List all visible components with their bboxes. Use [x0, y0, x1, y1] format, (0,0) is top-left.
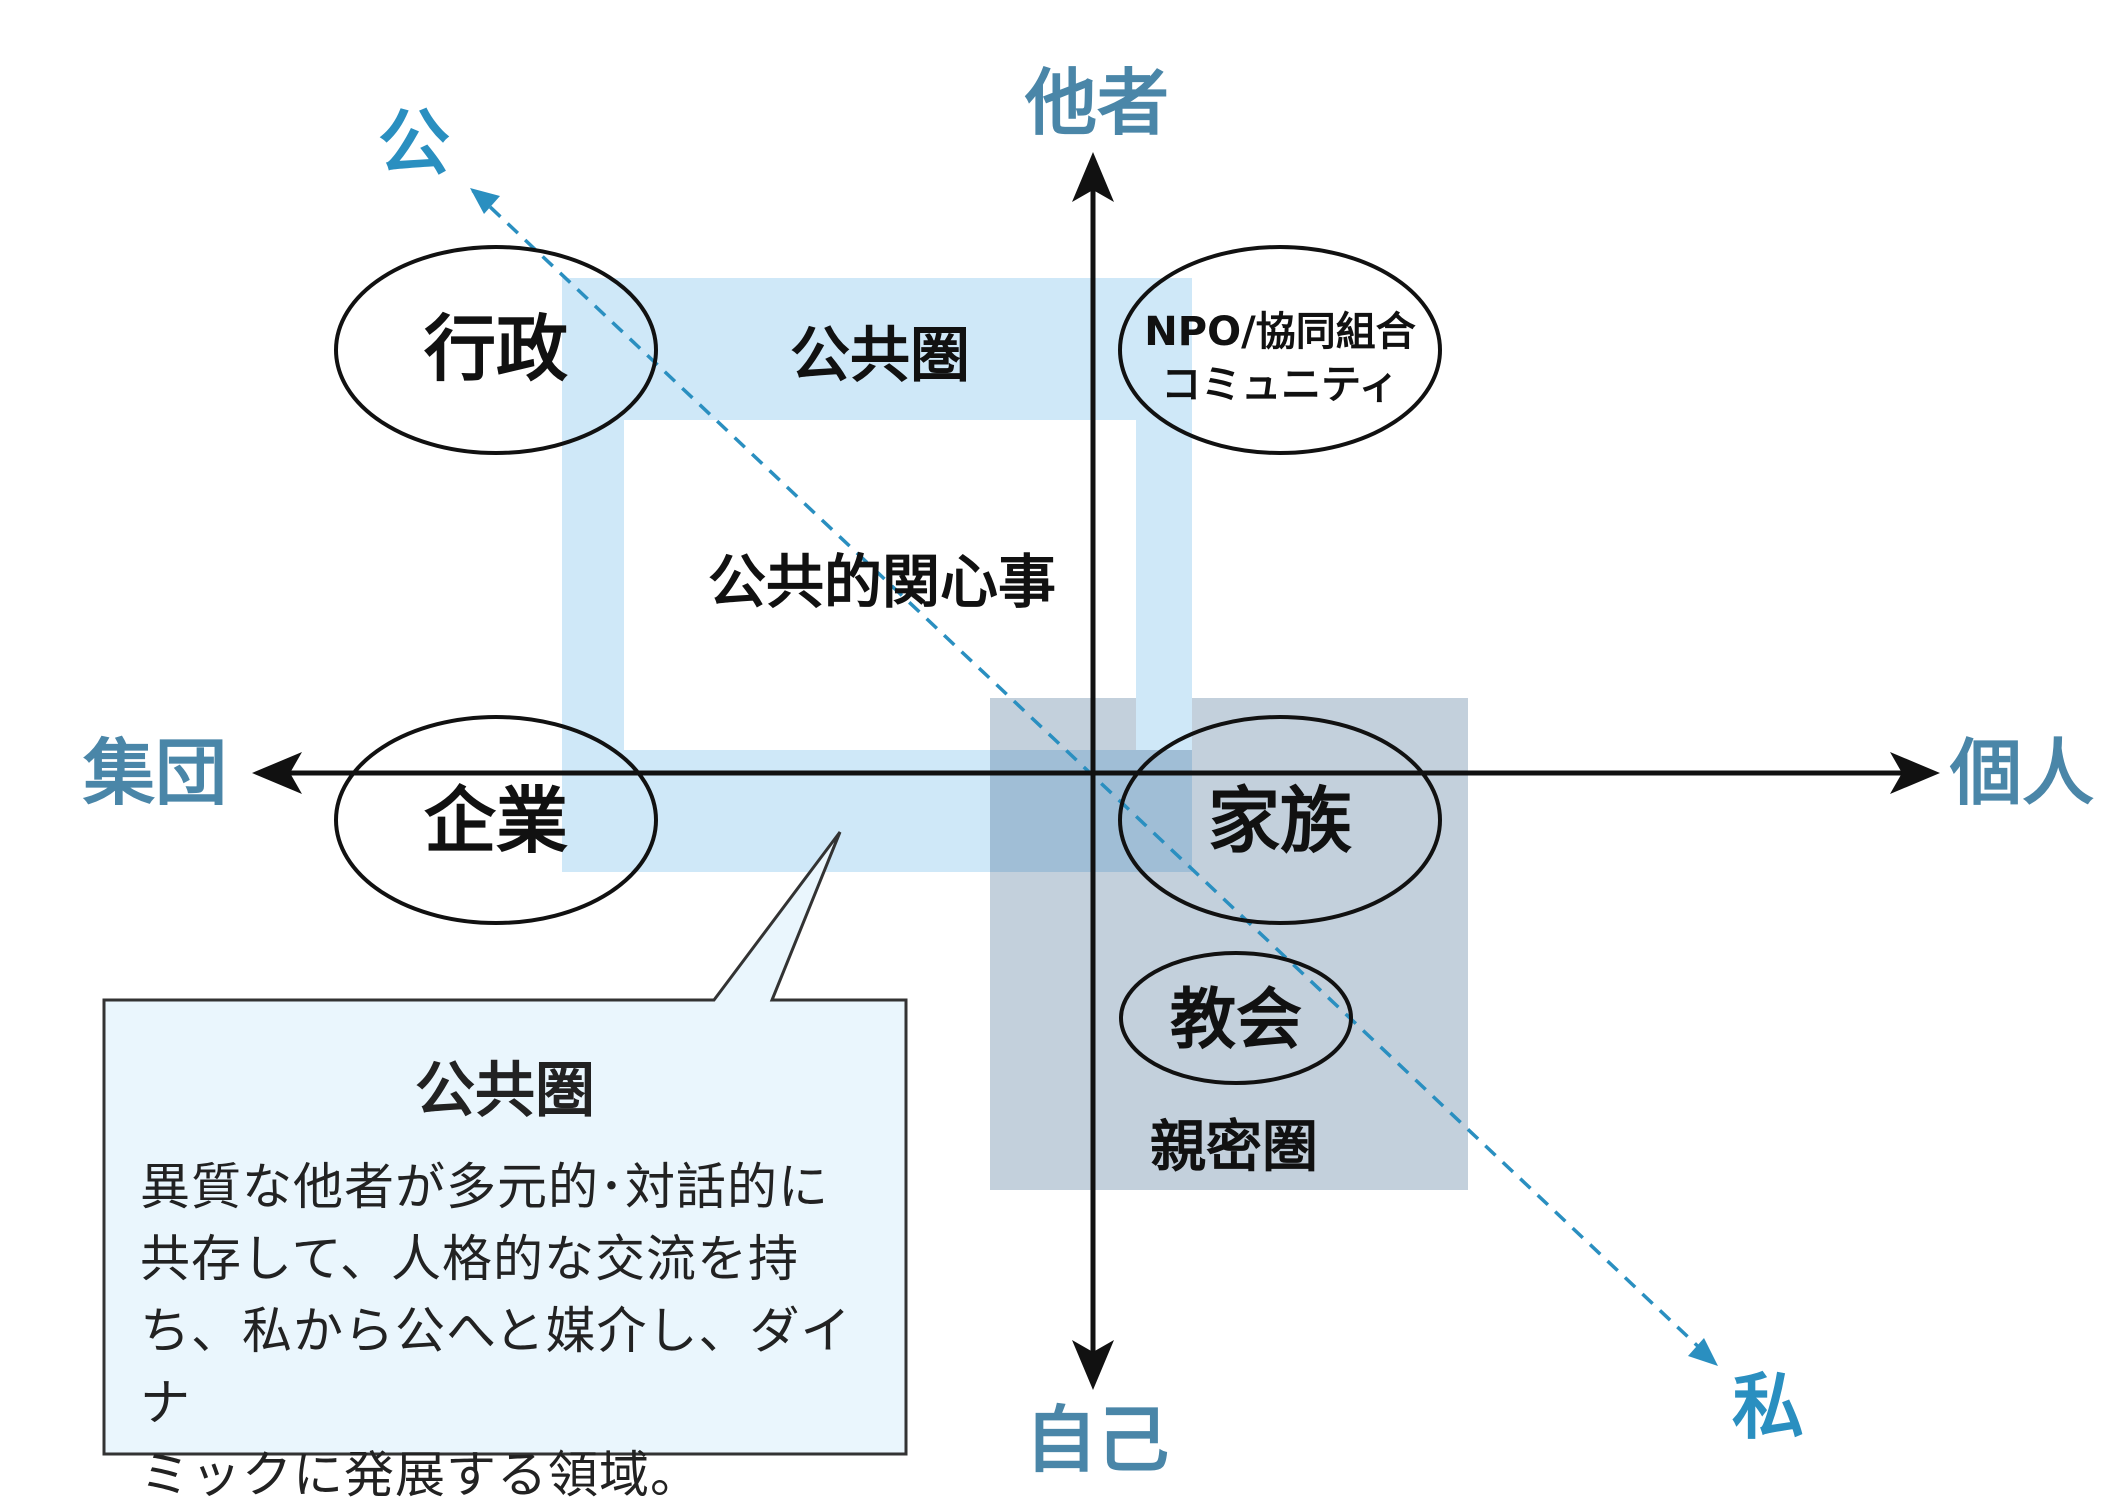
- kigyo-label: 企業: [424, 779, 568, 863]
- callout-line: ち、私から公へと媒介し、ダイナ: [140, 1302, 852, 1432]
- public-concern-label: 公共的関心事: [708, 548, 1056, 616]
- callout-content: 公共圏 異質な他者が多元的･対話的に 共存して、人格的な交流を持 ち、私から公へ…: [104, 1000, 906, 1504]
- kyokai-ellipse: [1119, 951, 1353, 1085]
- gyosei-label: 行政: [424, 307, 568, 391]
- right-arrowhead: [1890, 752, 1940, 794]
- npo-ellipse: [1118, 245, 1442, 455]
- axis-label-left: 集団: [82, 731, 227, 815]
- kazoku-ellipse: [1118, 715, 1442, 925]
- callout-line: 共存して、人格的な交流を持: [140, 1230, 799, 1288]
- public-sphere-label: 公共圏: [790, 321, 970, 391]
- callout-line: ミックに発展する領域。: [140, 1446, 701, 1504]
- callout-title: 公共圏: [415, 1056, 595, 1126]
- kazoku-label: 家族: [1208, 779, 1352, 863]
- axis-label-public: 公: [378, 101, 450, 185]
- left-arrowhead: [252, 752, 302, 794]
- axis-label-private: 私: [1732, 1365, 1804, 1449]
- intimate-sphere-label: 親密圏: [1150, 1115, 1318, 1180]
- axis-label-bottom: 自己: [1025, 1398, 1169, 1482]
- axis-label-top: 他者: [1024, 61, 1169, 145]
- gyosei-ellipse: [334, 245, 658, 455]
- top-arrowhead: [1072, 152, 1114, 202]
- private-arrowhead: [1688, 1338, 1718, 1366]
- axis-label-right: 個人: [1949, 731, 2094, 815]
- npo-label-line2: コミュニティ: [1161, 362, 1399, 408]
- callout-line: 異質な他者が多元的･対話的に: [140, 1158, 829, 1216]
- callout-description: 異質な他者が多元的･対話的に 共存して、人格的な交流を持 ち、私から公へと媒介し…: [140, 1151, 870, 1511]
- public-arrowhead: [470, 188, 500, 214]
- npo-label-line1: NPO/協同組合: [1144, 309, 1415, 355]
- callout-box: [102, 831, 908, 1456]
- kigyo-ellipse: [334, 715, 658, 925]
- bottom-arrowhead: [1072, 1340, 1114, 1390]
- kyokai-label: 教会: [1170, 981, 1302, 1058]
